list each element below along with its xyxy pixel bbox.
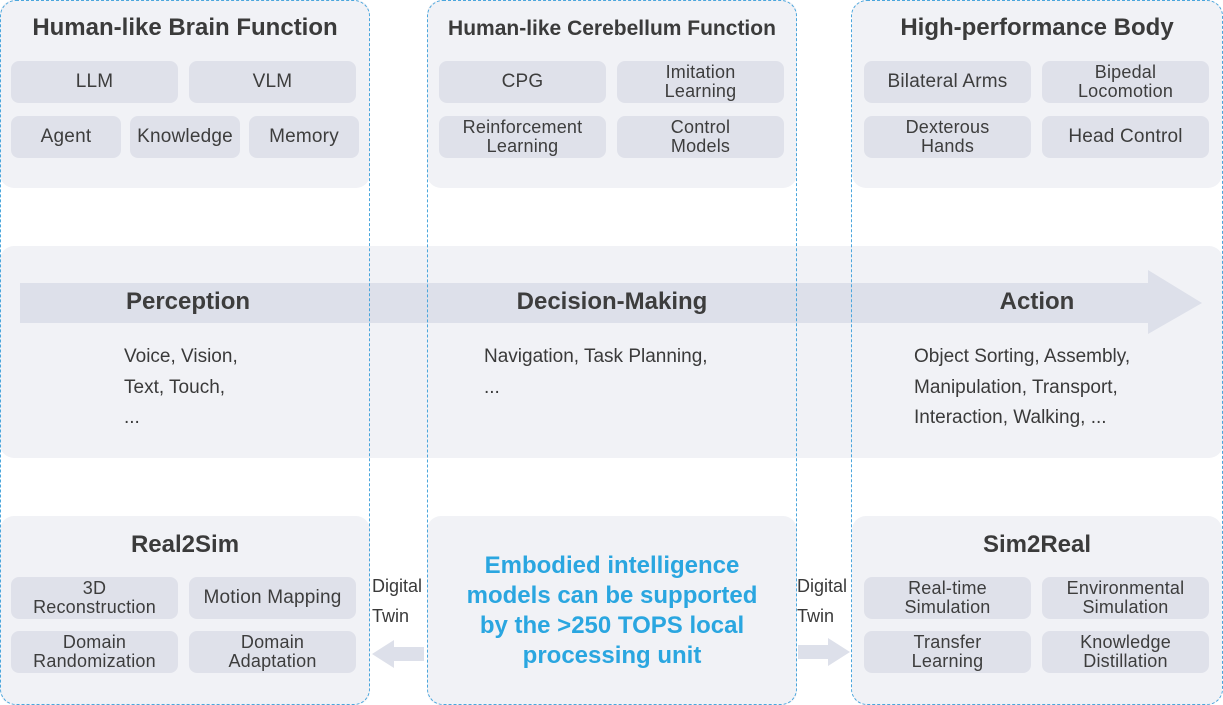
perception-example-line: ... [124,407,140,428]
brain-item-knowledge: Knowledge [130,116,240,158]
brain-item-memory: Memory [249,116,359,158]
real2sim-item-motion-mapping: Motion Mapping [189,577,356,619]
pipeline-arrow-icon [20,270,1202,334]
cerebellum-item-control-models: Control Models [617,116,784,158]
center-message-line: by the >250 TOPS local [479,612,745,639]
brain-item-vlm: VLM [189,61,356,103]
cerebellum-item-reinforcement-learning: Reinforcement Learning [439,116,606,158]
digital-twin-left-line: Digital [372,576,423,596]
center-panel [427,516,797,705]
stage-decision-making: Decision-Making [516,288,708,315]
sim2real-title: Sim2Real [982,531,1092,558]
body-item-bipedal-locomotion: Bipedal Locomotion [1042,61,1209,103]
digital-twin-right-line: Digital [797,576,848,596]
cerebellum-item-cpg: CPG [439,61,606,103]
sim2real-item-environmental-simulation: Environmental Simulation [1042,577,1209,619]
real2sim-title: Real2Sim [130,531,240,558]
brain-title: Human-like Brain Function [32,14,338,41]
brain-item-agent: Agent [11,116,121,158]
pipeline-band [0,246,1223,458]
perception-example-line: Voice, Vision, [124,346,238,367]
center-message: Embodied intelligence models can be supp… [427,551,797,671]
body-item-bilateral-arms: Bilateral Arms [864,61,1031,103]
brain-item-llm: LLM [11,61,178,103]
cerebellum-item-imitation-learning: Imitation Learning [617,61,784,103]
decision-example-line: Navigation, Task Planning, [484,346,708,367]
action-examples: Object Sorting, Assembly, Manipulation, … [914,342,1214,434]
stage-perception: Perception [125,288,251,315]
decision-example-line: ... [484,376,500,398]
center-message-line: models can be supported [466,582,758,609]
digital-twin-left-line: Twin [372,606,410,626]
real2sim-item-3d-reconstruction: 3D Reconstruction [11,577,178,619]
body-title: High-performance Body [900,14,1174,41]
digital-twin-right-line: Twin [797,606,835,626]
decision-examples: Navigation, Task Planning, ... [484,342,784,403]
arrow-right-icon [798,638,850,666]
real2sim-item-domain-adaptation: Domain Adaptation [189,631,356,673]
perception-examples: Voice, Vision, Text, Touch, ... [124,342,344,434]
stage-action: Action [999,288,1075,315]
body-item-head-control: Head Control [1042,116,1209,158]
digital-twin-right-label: Digital Twin [797,571,857,631]
sim2real-item-knowledge-distillation: Knowledge Distillation [1042,631,1209,673]
center-message-line: processing unit [522,642,702,669]
center-message-line: Embodied intelligence [484,552,740,579]
perception-example-line: Text, Touch, [124,376,226,398]
action-example-line: Interaction, Walking, ... [914,407,1107,428]
action-example-line: Object Sorting, Assembly, [914,346,1131,367]
body-item-dexterous-hands: Dexterous Hands [864,116,1031,158]
sim2real-item-transfer-learning: Transfer Learning [864,631,1031,673]
action-example-line: Manipulation, Transport, [914,376,1118,398]
real2sim-item-domain-randomization: Domain Randomization [11,631,178,673]
arrow-left-icon [372,640,424,668]
cerebellum-title: Human-like Cerebellum Function [448,17,776,40]
digital-twin-left-label: Digital Twin [372,571,432,631]
sim2real-item-real-time-simulation: Real-time Simulation [864,577,1031,619]
